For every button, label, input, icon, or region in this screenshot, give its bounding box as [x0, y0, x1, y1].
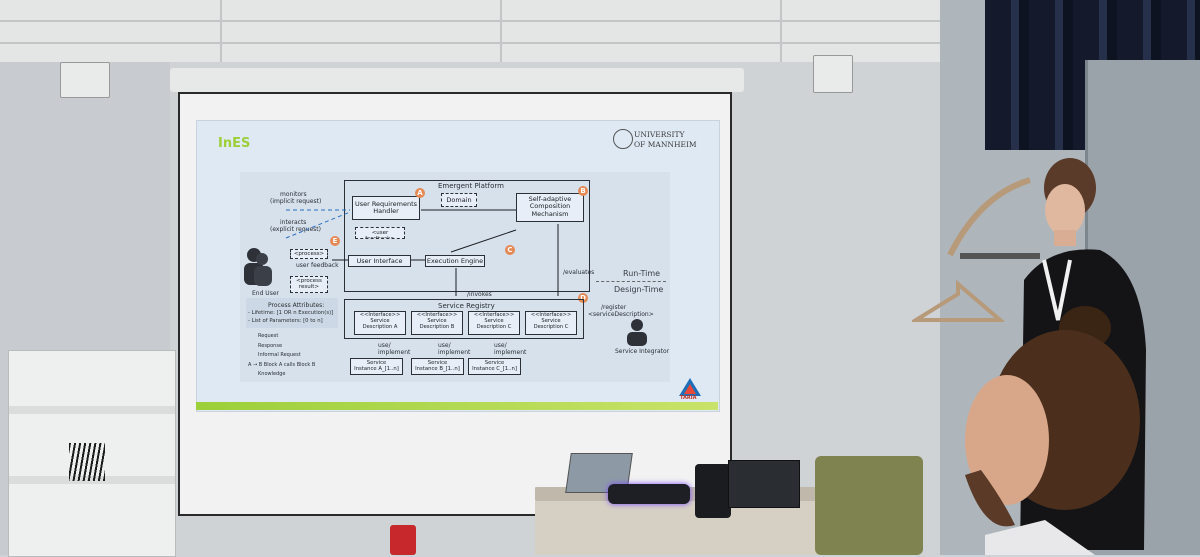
- service-integrator-label: Service Integrator: [615, 348, 670, 355]
- pen-holder: [69, 443, 105, 481]
- register-sublabel: <serviceDescription>: [588, 311, 654, 318]
- process-attribute-parameters: - List of Parameters: [0 to n]: [248, 318, 323, 324]
- service-registry-label: Service Registry: [438, 302, 495, 310]
- process-attribute-lifetime: - Lifetime: [1 OR n Execution(s)]: [248, 310, 334, 316]
- design-time-label: Design-Time: [614, 285, 664, 294]
- taria-logo-text: TARIA: [680, 395, 697, 401]
- shelf-unit: [8, 350, 176, 557]
- interacts-label: interacts: [280, 219, 307, 226]
- emergent-platform-label: Emergent Platform: [438, 182, 504, 190]
- coat-hanger: [908, 279, 1006, 328]
- service-registry-box: [344, 299, 584, 339]
- university-seal-icon: [613, 129, 633, 149]
- legend-informal-request: Informal Request: [258, 352, 301, 358]
- badge-d: D: [578, 293, 588, 303]
- monitors-label: monitors: [280, 191, 307, 198]
- implement-label-a: implement: [378, 349, 411, 356]
- process-attributes-title: Process Attributes:: [268, 302, 325, 309]
- red-cup: [390, 525, 416, 555]
- end-user-icon: [244, 248, 272, 286]
- register-label: /register: [601, 304, 627, 311]
- university-logo-line2: OF MANNHEIM: [634, 140, 697, 149]
- use-label-a: use/: [378, 342, 391, 349]
- service-integrator-icon: [627, 319, 647, 346]
- end-user-label: End User: [252, 290, 279, 297]
- invokes-label: /invokes: [467, 291, 492, 298]
- interacts-sublabel: (explicit request): [270, 226, 321, 233]
- user-feedback-box: <user feedback>: [355, 227, 405, 239]
- audience-member: [965, 306, 1140, 555]
- implement-label-c: implement: [494, 349, 527, 356]
- badge-b: B: [578, 186, 588, 196]
- process-attributes-panel: [246, 298, 338, 328]
- use-label-c: use/: [494, 342, 507, 349]
- coat-rack: [940, 175, 1050, 265]
- process-box: <process>: [290, 249, 328, 259]
- run-time-label: Run-Time: [623, 269, 661, 278]
- speaker-bar: [608, 484, 690, 504]
- wall-speaker: [60, 62, 110, 98]
- badge-c: C: [505, 245, 515, 255]
- emergent-platform-box: [344, 180, 590, 292]
- taria-logo-icon: [679, 378, 701, 396]
- evaluates-label: /evaluates: [563, 269, 595, 276]
- time-divider: [596, 281, 666, 282]
- wall-speaker: [813, 55, 853, 93]
- implement-label-b: implement: [438, 349, 471, 356]
- legend-calls: A → B Block A calls Block B: [248, 362, 316, 368]
- ines-logo: InES: [218, 136, 251, 151]
- portable-speaker: [695, 464, 731, 518]
- use-label-b: use/: [438, 342, 451, 349]
- projector-screen-case: [170, 68, 744, 92]
- badge-a: A: [415, 188, 425, 198]
- legend-request: Request: [258, 333, 279, 339]
- user-feedback-label: user feedback: [296, 262, 339, 269]
- chair: [815, 456, 923, 555]
- domain-box: Domain: [441, 193, 477, 207]
- badge-e: E: [330, 236, 340, 246]
- laptop: [728, 460, 800, 508]
- university-logo-line1: UNIVERSITY: [634, 130, 685, 139]
- diagram-arrows: [285, 209, 559, 296]
- legend-knowledge: Knowledge: [258, 371, 286, 377]
- legend-response: Response: [258, 343, 283, 349]
- user-interface-box: User Interface: [348, 255, 411, 267]
- monitors-sublabel: (implicit request): [270, 198, 322, 205]
- execution-engine-box: Execution Engine: [425, 255, 485, 267]
- slide-footer-bar: [196, 402, 718, 410]
